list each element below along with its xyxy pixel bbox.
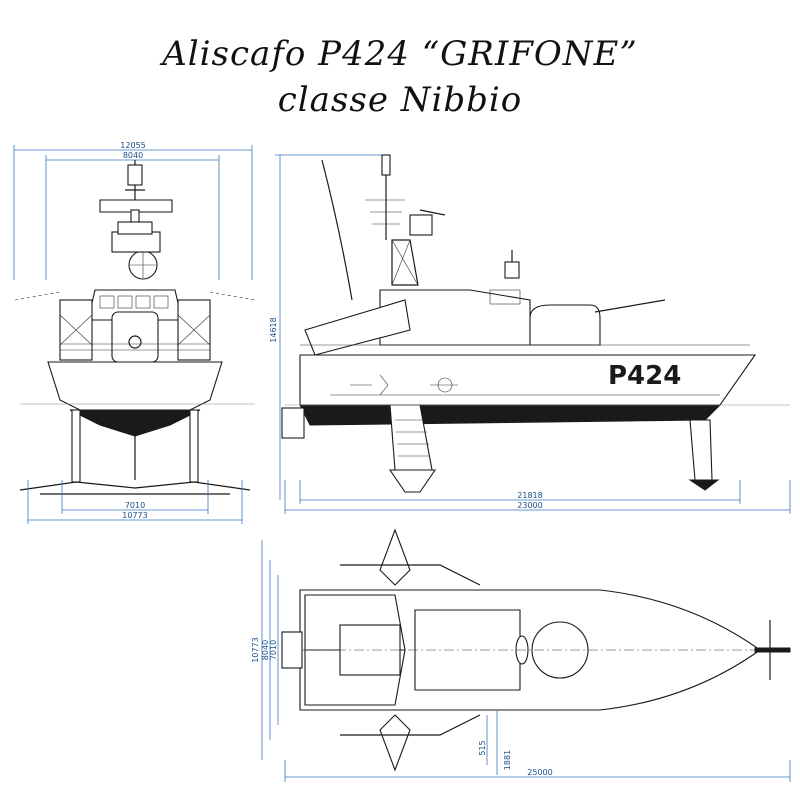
side-dim-height: 14618 xyxy=(269,317,278,342)
side-view: 14618 P424 xyxy=(269,154,791,514)
plan-view: 10773 8040 7010 515 1881 25000 xyxy=(251,528,791,782)
front-dim-bottom-outer: 10773 xyxy=(122,511,147,520)
front-view: 12055 8040 xyxy=(13,141,256,524)
side-dim-length-outer: 23000 xyxy=(517,501,542,510)
plan-dim-small-b: 1881 xyxy=(503,750,512,770)
hull-number: P424 xyxy=(608,361,681,391)
front-dim-top-inner: 8040 xyxy=(123,151,143,160)
plan-dim-width-inner: 7010 xyxy=(269,640,278,660)
front-dim-bottom-inner: 7010 xyxy=(125,501,145,510)
title-line-2: classe Nibbio xyxy=(277,80,523,120)
side-dim-length-inner: 21818 xyxy=(517,491,542,500)
plan-dim-width-mid: 8040 xyxy=(261,640,270,660)
plan-dim-width-outer: 10773 xyxy=(251,637,260,662)
front-dim-top-outer: 12055 xyxy=(120,141,145,150)
plan-dim-length: 25000 xyxy=(527,768,552,777)
title-line-1: Aliscafo P424 “GRIFONE” xyxy=(162,34,638,74)
plan-dim-small-a: 515 xyxy=(478,740,487,755)
